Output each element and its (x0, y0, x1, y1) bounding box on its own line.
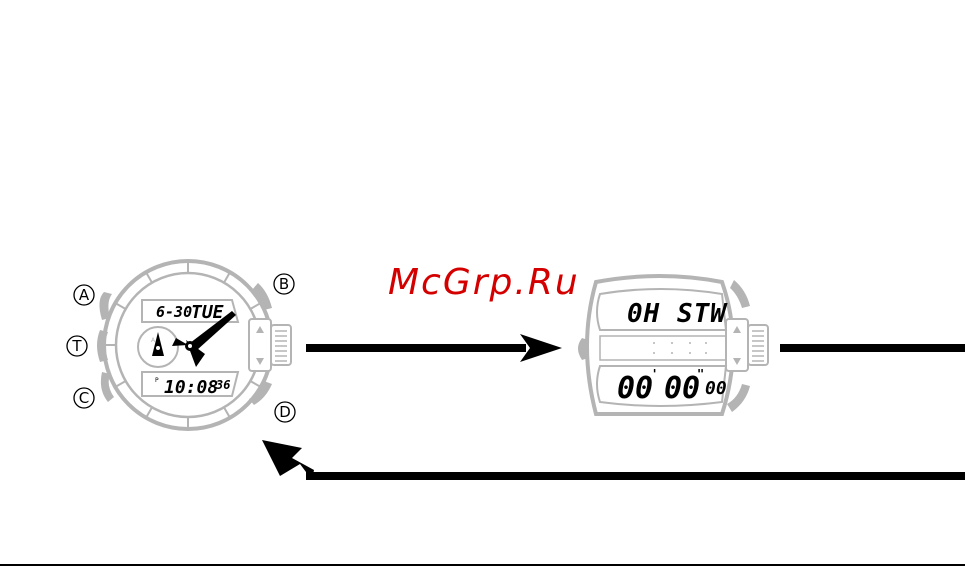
seconds-text: 00 (664, 371, 700, 406)
band-dot (705, 342, 707, 344)
hand-pinion-center (188, 344, 192, 348)
arrow-return-icon (262, 440, 965, 480)
bezel-tick (146, 407, 152, 417)
band-dot (671, 352, 673, 354)
button-t-label: T (71, 337, 82, 355)
band-dot (689, 352, 691, 354)
bezel-tick (146, 272, 152, 282)
watermark-text: McGrp.Ru (388, 262, 580, 303)
button-b-label: B (279, 275, 289, 293)
arrow-right-icon (306, 334, 562, 362)
bezel-tick (224, 272, 230, 282)
date-text: 6-30 (156, 303, 192, 321)
arrow-continue (780, 344, 965, 352)
bezel-tick (250, 381, 260, 387)
button-c-label: C (79, 389, 89, 407)
bezel-tick (250, 303, 260, 309)
band-dot (671, 342, 673, 344)
band-dot (653, 352, 655, 354)
bezel-tick (115, 303, 125, 309)
minutes-text: 00 (617, 371, 653, 406)
hundredths-text: 00 (705, 378, 727, 399)
button-a-label: A (79, 286, 90, 304)
weekday-text: TUE (191, 302, 224, 323)
mode-text: 0H STW (627, 299, 728, 329)
sub-dial-hand-dot (156, 346, 160, 350)
second-mark: " (697, 367, 704, 381)
crown-grip (275, 331, 287, 361)
bezel-tick (115, 381, 125, 387)
dot-row (653, 342, 707, 354)
crown-grip (752, 331, 764, 361)
page-bottom-rule (0, 564, 965, 566)
button-d-label: D (279, 403, 291, 421)
band-dot (653, 342, 655, 344)
watch-stopwatch: 0H STW 00 ' 00 " 00 (578, 276, 768, 414)
time-text: 10:08 (164, 377, 218, 398)
bezel-tick (224, 407, 230, 417)
pm-marker: P (155, 377, 159, 384)
band-dot (689, 342, 691, 344)
seconds-text: 36 (215, 378, 230, 392)
middle-band (600, 336, 726, 360)
minute-mark: ' (651, 367, 658, 381)
band-dot (705, 352, 707, 354)
pusher-upper-right (730, 280, 750, 308)
watch-timekeeping: 6-30 TUE P 10:08 36 A A T C B D (67, 261, 295, 429)
